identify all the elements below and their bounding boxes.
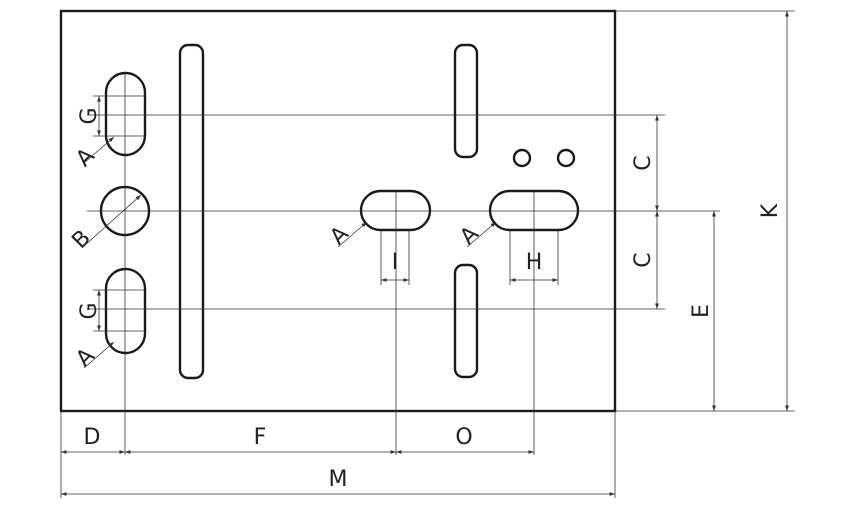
leader-a-bottom	[83, 341, 115, 369]
oblong-slot-lower-left	[104, 267, 147, 355]
leader-b	[83, 194, 142, 247]
label-d: D	[84, 425, 101, 450]
label-f: F	[254, 425, 267, 450]
label-g-top: G	[77, 107, 102, 124]
label-m: M	[329, 467, 348, 492]
small-hole-1	[512, 148, 532, 168]
label-k: K	[758, 203, 783, 218]
label-i: I	[392, 250, 399, 275]
label-h: H	[526, 250, 543, 275]
label-a-right: A	[455, 221, 483, 249]
oblong-slot-upper-left	[104, 71, 147, 157]
label-g-bottom: G	[77, 302, 102, 319]
leader-a-top	[83, 136, 115, 164]
leader-a-center	[337, 221, 368, 248]
label-a-bottom: A	[71, 343, 99, 371]
label-a-center: A	[325, 221, 353, 249]
small-hole-2	[556, 148, 576, 168]
label-a-top: A	[71, 143, 99, 171]
oblong-slot-center	[359, 189, 432, 232]
leader-a-right	[466, 221, 497, 248]
long-slot-left	[178, 43, 205, 380]
label-o: O	[455, 425, 472, 450]
label-c-bottom: C	[631, 252, 656, 267]
vertical-slot-lower-right	[453, 263, 479, 379]
label-c-top: C	[631, 155, 656, 170]
label-e: E	[689, 304, 714, 318]
label-b: B	[67, 225, 95, 253]
vertical-slot-upper-right	[453, 43, 479, 159]
